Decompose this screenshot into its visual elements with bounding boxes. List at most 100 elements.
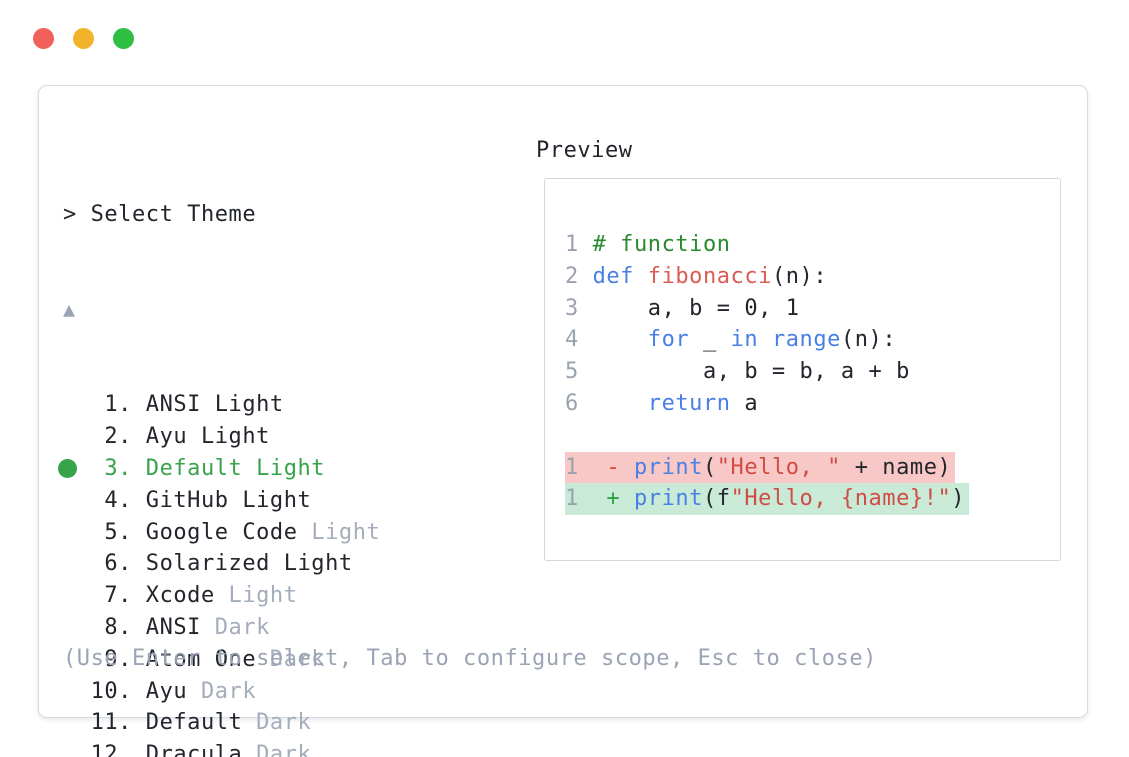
theme-option[interactable]: 2. Ayu Light [63,421,380,453]
code-token: a [730,390,759,416]
code-line: 5 a, b = b, a + b [565,356,1060,388]
theme-option[interactable]: 6. Solarized Light [63,548,380,580]
theme-option-variant-label: Dark [200,614,270,640]
scroll-up-indicator[interactable]: ▲ [63,296,76,321]
theme-option-label: 7. Xcode [63,583,215,609]
selected-indicator-dot [58,459,77,479]
code-token: "Hello, {name}!" [730,486,952,512]
code-token [593,486,607,511]
theme-option-label: 8. ANSI [63,614,201,640]
theme-option[interactable]: 7. Xcode Light [63,580,380,612]
code-token: _ [689,327,731,353]
theme-option[interactable]: 8. ANSI Dark [63,612,380,644]
preview-label: Preview [536,138,633,163]
code-line-content: 1 + print(f"Hello, {name}!") [565,483,970,516]
code-token: "Hello, " [716,454,841,480]
theme-option[interactable]: 11. Default Dark [63,707,380,739]
code-token: return [647,390,731,416]
theme-option-label: 9. Atom One [63,646,257,672]
window-controls [33,28,134,49]
code-token [620,455,634,480]
code-line: 1 # function [565,229,1060,261]
theme-option-variant-label: Dark [187,678,257,704]
code-line-content: 3 a, b = 0, 1 [565,293,800,325]
code-token: (f [702,486,731,512]
code-line-content: 6 return a [565,388,758,420]
code-token: + [606,486,621,512]
theme-option[interactable]: 12. Dracula Dark [63,739,380,757]
code-token: (n): [840,327,897,353]
theme-option-variant-label: Dark [256,646,326,672]
theme-option-label: 3. Default Light [63,455,326,481]
line-number: 4 [565,327,593,353]
line-number: 2 [565,263,593,289]
code-token: print [633,454,703,480]
theme-option[interactable]: 1. ANSI Light [63,389,380,421]
code-line-content: 5 a, b = b, a + b [565,356,910,388]
line-number: 1 [565,454,593,480]
code-token: + name) [840,454,952,480]
theme-option-label: 10. Ayu [63,678,188,704]
code-token: for [647,327,690,353]
code-diff-line: 1 - print("Hello, " + name) [565,451,1060,484]
theme-option-label: 12. Dracula [63,742,243,757]
line-number: 3 [565,295,593,321]
code-token [593,327,648,352]
theme-list: 1. ANSI Light 2. Ayu Light 3. Default Li… [58,389,380,757]
line-number: 1 [565,486,593,512]
theme-option-label: 11. Default [63,710,243,736]
line-number: 1 [565,232,593,257]
code-token: def [592,263,634,289]
theme-option-variant-label: Dark [242,710,312,736]
zoom-button[interactable] [113,28,134,49]
theme-option-label: 1. ANSI Light [63,392,284,418]
code-token: - [606,454,621,480]
theme-option-label: 2. Ayu Light [63,424,270,450]
code-line-content: 1 - print("Hello, " + name) [565,451,956,484]
keyboard-hint: (Use Enter to select, Tab to configure s… [63,646,877,671]
theme-option[interactable]: 9. Atom One Dark [63,644,380,676]
line-number: 6 [565,390,593,416]
theme-picker-panel: > Select Theme ▲ 1. ANSI Light 2. Ayu Li… [38,85,1088,757]
theme-picker-left-column: > Select Theme ▲ 1. ANSI Light 2. Ayu Li… [58,135,380,757]
code-token [620,486,634,511]
code-token: # function [592,232,731,257]
theme-option-label: 6. Solarized Light [63,551,353,577]
code-token: ( [702,454,717,480]
code-line: 3 a, b = 0, 1 [565,293,1060,325]
theme-option-variant-label: Dark [242,742,312,757]
theme-option-label: 4. GitHub Light [63,487,312,513]
theme-option-label: 5. Google Code [63,519,298,545]
code-line-content: 1 # function [565,229,731,261]
code-token: (n): [771,263,828,289]
code-line: 4 for _ in range(n): [565,324,1060,356]
theme-option-variant-label: Light [297,519,381,545]
theme-option[interactable]: 4. GitHub Light [63,485,380,517]
code-token: in [730,327,759,353]
theme-option[interactable]: 10. Ayu Dark [63,676,380,708]
code-token: a, b = b, a + b [592,359,910,385]
code-line: 6 return a [565,388,1060,420]
prompt: > Select Theme [63,201,257,227]
code-token [758,327,772,352]
code-line-content: 2 def fibonacci(n): [565,261,827,293]
code-token [634,264,648,289]
code-token: range [771,327,841,353]
code-token [593,391,648,416]
theme-option[interactable]: 5. Google Code Light [63,517,380,549]
code-token: a, b = 0, 1 [592,295,800,321]
code-token: print [633,486,703,512]
code-token [593,455,607,480]
code-line: 2 def fibonacci(n): [565,261,1060,293]
code-line [565,420,1060,452]
close-button[interactable] [33,28,54,49]
minimize-button[interactable] [73,28,94,49]
code-diff-line: 1 + print(f"Hello, {name}!") [565,483,1060,516]
line-number: 5 [565,359,593,385]
code-line-content: 4 for _ in range(n): [565,324,896,356]
theme-option[interactable]: 3. Default Light [58,453,380,485]
code-token: fibonacci [647,263,772,289]
